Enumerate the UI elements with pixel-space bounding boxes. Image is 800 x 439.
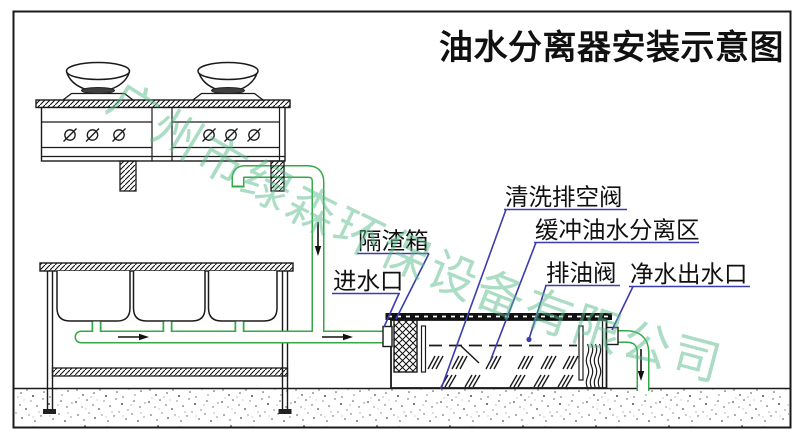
annotations: 清洗排空阀 缓冲油水分离区 隔渣箱 进水口 排油阀 净水出水口 油水分离器安装示… <box>332 29 784 390</box>
outlet-flange <box>605 326 619 346</box>
label-residue-box: 隔渣箱 <box>358 228 429 255</box>
stove-body <box>40 106 286 162</box>
sink-shelf <box>51 367 289 377</box>
label-clean-water-outlet: 净水出水口 <box>630 261 748 288</box>
flow-arrows <box>118 222 645 381</box>
sink-basin <box>132 271 206 322</box>
water-wave-lines <box>585 343 602 389</box>
stove <box>35 61 291 162</box>
leader-dot <box>526 336 532 343</box>
leader-water-inlet <box>332 292 400 328</box>
sink-legs <box>46 271 289 409</box>
baffle-left <box>420 325 427 373</box>
leader-clean-drain-valve <box>440 208 627 390</box>
wok-left <box>61 61 135 101</box>
sink-foot-left <box>43 409 56 414</box>
baffle-right <box>578 325 584 381</box>
label-buffer-zone: 缓冲油水分离区 <box>535 217 700 244</box>
sink-basin <box>56 271 131 322</box>
residue-box <box>393 319 418 373</box>
sink-countertop <box>39 262 294 272</box>
ground <box>14 387 790 427</box>
label-clean-drain-valve: 清洗排空阀 <box>505 184 623 211</box>
label-water-inlet: 进水口 <box>333 268 404 295</box>
leader-buffer-zone <box>490 241 699 360</box>
page-title: 油水分离器安装示意图 <box>439 29 784 67</box>
leader-residue-box <box>357 252 430 320</box>
sink-basin <box>207 271 278 322</box>
stove-knobs <box>63 128 261 142</box>
stove-leg-right <box>270 160 285 192</box>
label-oil-drain-valve: 排油阀 <box>546 260 617 287</box>
sink-foot-right <box>278 409 292 414</box>
wok-right <box>191 61 265 101</box>
separator-tank <box>382 313 619 389</box>
leader-oil-drain-valve <box>528 284 620 340</box>
inlet-flange <box>382 325 393 348</box>
tank-body <box>390 319 608 389</box>
drain-pipes <box>74 165 650 391</box>
sink <box>39 262 294 414</box>
tank-hatch-marks <box>427 355 579 388</box>
leader-clean-water-outlet <box>611 285 750 331</box>
stove-leg-left <box>119 160 137 192</box>
